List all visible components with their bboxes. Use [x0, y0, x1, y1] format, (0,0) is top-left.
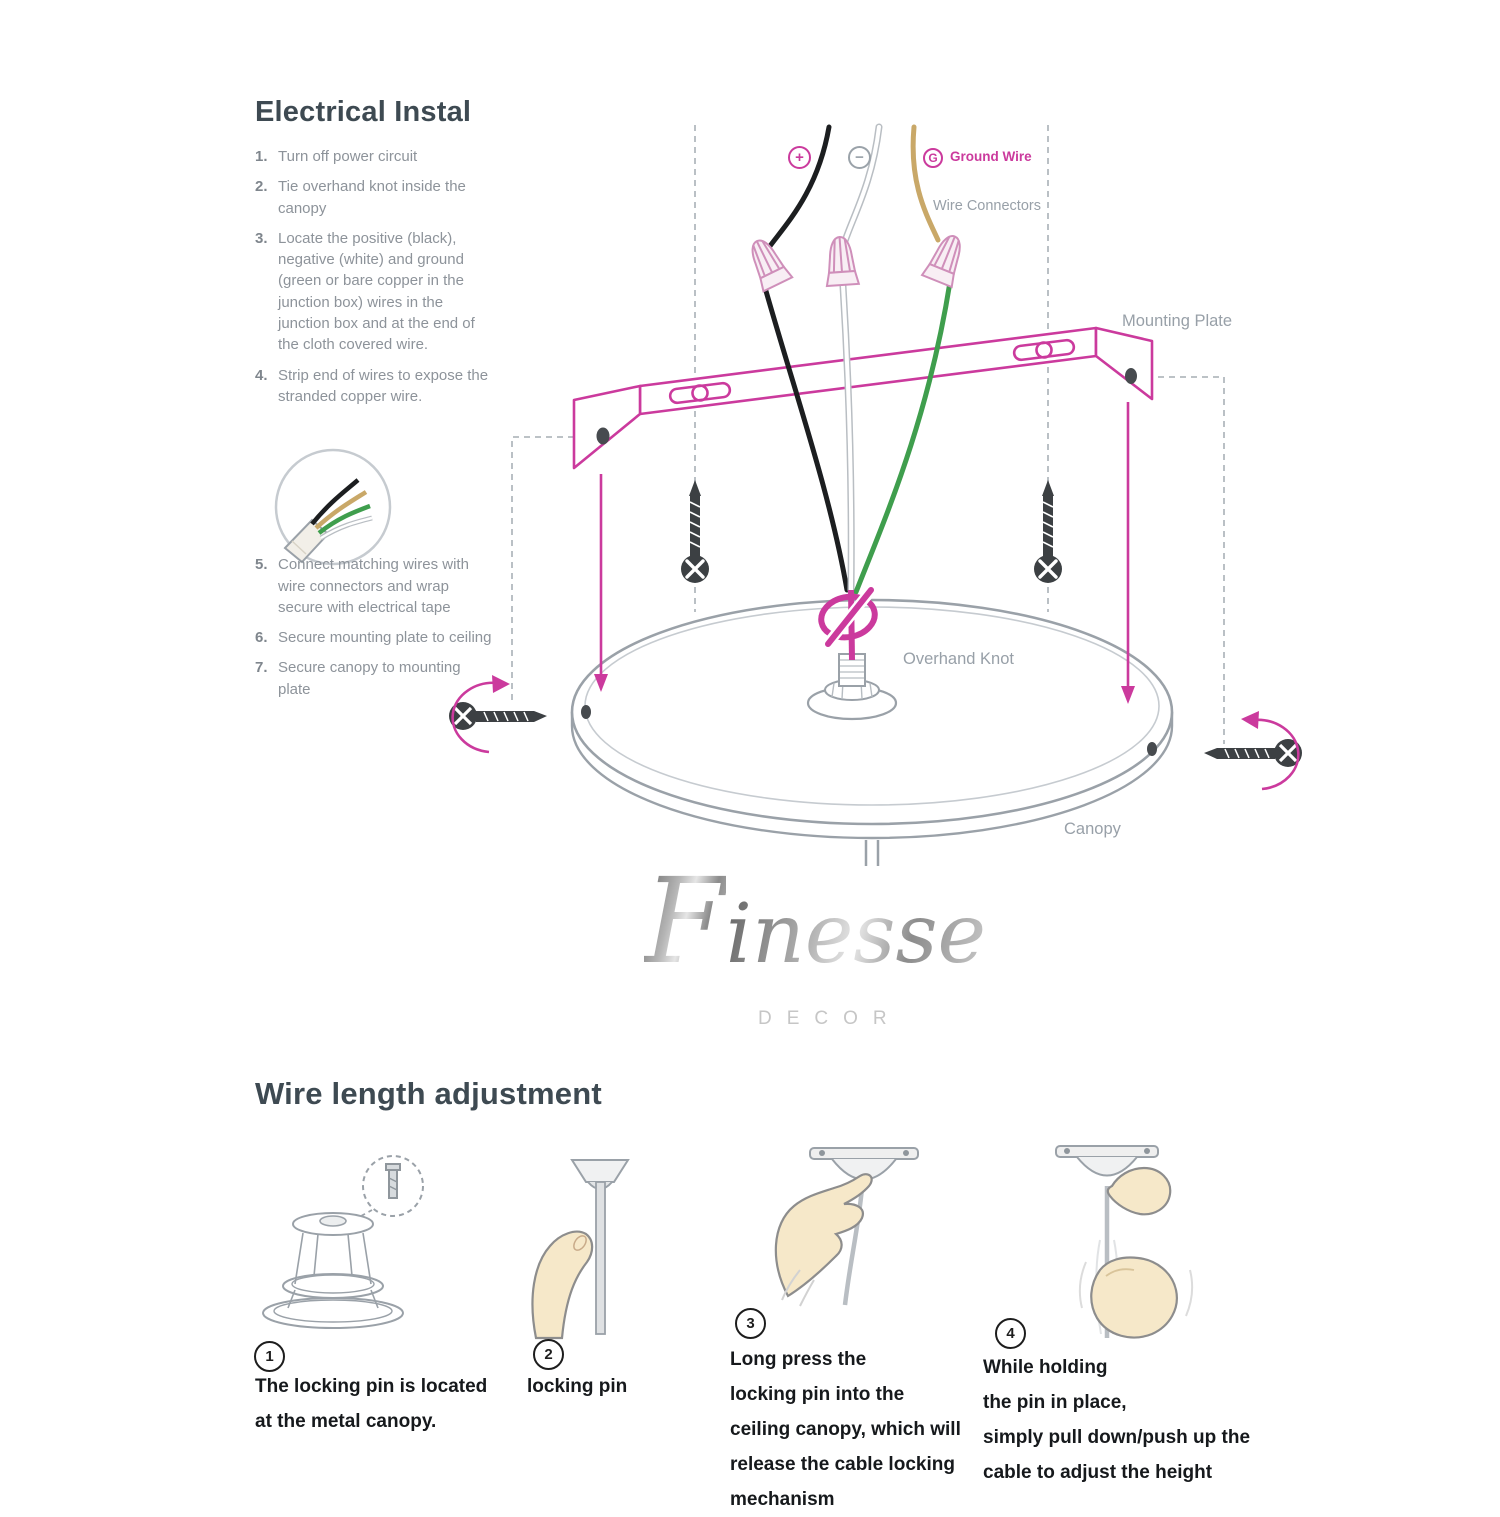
adjustment-step-2-badge: 2: [533, 1339, 564, 1370]
canopy-hole-right: [1147, 742, 1157, 756]
figure-pendant-overview: [262, 1155, 424, 1329]
rotate-arrow-right: [1252, 718, 1300, 791]
adjustment-step-4-badge: 4: [995, 1318, 1026, 1349]
canopy-hole-left: [581, 705, 591, 719]
rotate-arrow-left: [451, 681, 499, 754]
ground-wire-label: Ground Wire: [950, 149, 1032, 164]
ground-wire-top: [910, 124, 941, 243]
wire-connectors-label: Wire Connectors: [933, 198, 1041, 214]
canopy-screw-left: [449, 675, 547, 754]
wires: [761, 123, 953, 595]
figure-locking-pin: [531, 1159, 630, 1340]
electrical-step-6: 6.Secure mounting plate to ceiling: [255, 629, 492, 647]
black-wire-top: [767, 124, 832, 249]
electrical-step-5: 5.Connect matching wires with wire conne…: [255, 556, 469, 616]
figure-adjust-cable: [1055, 1145, 1194, 1339]
canopy-label: Canopy: [1064, 820, 1121, 838]
electrical-step-3: 3.Locate the positive (black), negative …: [255, 229, 475, 354]
canopy-hub: [806, 653, 898, 721]
mounting-plate: [572, 326, 1154, 470]
mounting-plate-label: Mounting Plate: [1122, 312, 1233, 330]
electrical-step-2: 2.Tie overhand knot inside the canopy: [255, 178, 466, 217]
figure-press-pin: [774, 1147, 919, 1307]
mounting-screw-right: [1032, 478, 1064, 585]
overhand-knot-label: Overhand Knot: [903, 650, 1014, 668]
electrical-step-4: 4.Strip end of wires to expose the stran…: [255, 366, 489, 405]
adjustment-step-1-badge: 1: [254, 1341, 285, 1372]
logo-wordmark: inesse: [725, 887, 987, 982]
negative-wire-icon: −: [848, 146, 871, 169]
canopy-screw-right: [1204, 711, 1302, 791]
positive-wire-icon: +: [788, 146, 811, 169]
logo-subtext: DECOR: [758, 1008, 902, 1029]
plate-hole-left: [596, 427, 610, 445]
brand-logo: Finesse: [600, 862, 1030, 980]
dashed-guides: [511, 125, 1225, 744]
stripped-wire-inset: [274, 448, 392, 566]
electrical-title: Electrical Instal: [255, 96, 472, 128]
plate-hole-right: [1125, 368, 1137, 384]
adjustment-step-1-caption: The locking pin is located at the metal …: [255, 1376, 488, 1432]
green-ground-wire: [853, 279, 953, 595]
ground-wire-icon: G: [923, 148, 943, 168]
overhand-knot: [818, 587, 878, 661]
adjustment-step-3-badge: 3: [735, 1308, 766, 1339]
black-wire-lower: [761, 281, 850, 593]
adjustment-step-2-caption: locking pin: [527, 1376, 628, 1397]
logo-initial: F: [643, 852, 726, 990]
electrical-step-1: 1.Turn off power circuit: [255, 148, 418, 165]
inset-spacer: [255, 416, 493, 554]
install-arrows: [594, 402, 1135, 704]
adjustment-step-4-caption: While holding the pin in place, simply p…: [983, 1357, 1251, 1483]
adjustment-title: Wire length adjustment: [255, 1076, 602, 1111]
electrical-steps: 1.Turn off power circuit 2.Tie overhand …: [255, 146, 493, 709]
adjustment-step-3-caption: Long press the locking pin into the ceil…: [730, 1349, 961, 1510]
electrical-step-7: 7.Secure canopy to mounting plate: [255, 659, 461, 698]
mounting-screw-left: [679, 478, 711, 585]
